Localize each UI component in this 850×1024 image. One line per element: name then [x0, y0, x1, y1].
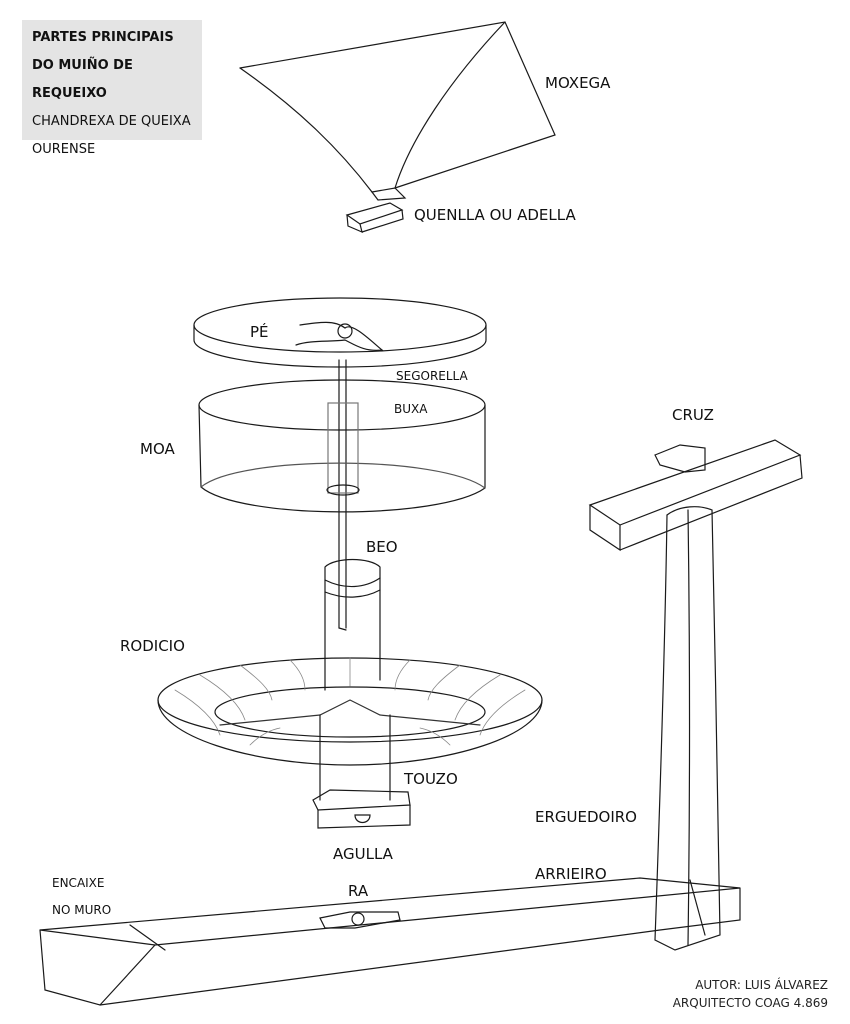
label-ra: RA [348, 882, 369, 900]
author-line-1: AUTOR: LUIS ÁLVAREZ [695, 978, 828, 992]
rodicio-wheel [157, 657, 543, 766]
label-erguedoiro: ERGUEDOIRO [535, 808, 637, 826]
label-cruz: CRUZ [672, 406, 714, 424]
label-encaixe-2: NO MURO [52, 903, 112, 917]
title-box: PARTES PRINCIPAIS DO MUIÑO DE REQUEIXO C… [22, 20, 202, 157]
label-segorella: SEGORELLA [396, 369, 468, 383]
label-agulla: AGULLA [333, 845, 393, 863]
quenlla-block [345, 202, 404, 234]
author-line-2: ARQUITECTO COAG 4.869 [672, 996, 828, 1010]
title-line-3: CHANDREXA DE QUEIXA [32, 114, 191, 129]
label-moa: MOA [140, 440, 175, 458]
ra-beam [39, 877, 741, 1006]
title-line-1: PARTES PRINCIPAIS [32, 30, 174, 45]
author-credit: AUTOR: LUIS ÁLVAREZ ARQUITECTO COAG 4.86… [673, 976, 828, 1012]
pe-disk [193, 297, 487, 368]
title-line-4: OURENSE [32, 142, 96, 157]
erguedoiro-post [654, 506, 721, 951]
label-quenlla: QUENLLA OU ADELLA [414, 206, 576, 224]
label-rodicio: RODICIO [120, 637, 185, 655]
touzo-block [312, 714, 411, 829]
label-arrieiro: ARRIEIRO [535, 865, 607, 883]
label-buxa: BUXA [394, 402, 428, 416]
beo-sleeve [324, 558, 381, 691]
label-moxega: MOXEGA [545, 74, 611, 92]
label-encaixe-1: ENCAIXE [52, 876, 105, 890]
label-beo: BEO [366, 538, 398, 556]
moxega-hopper [239, 21, 556, 201]
title-line-2: DO MUIÑO DE REQUEIXO [32, 58, 133, 101]
shaft [338, 359, 347, 631]
label-touzo: TOUZO [404, 770, 458, 788]
moa-millstone [198, 379, 486, 513]
cruz-beam [588, 439, 803, 552]
label-pe: PÉ [250, 323, 269, 341]
